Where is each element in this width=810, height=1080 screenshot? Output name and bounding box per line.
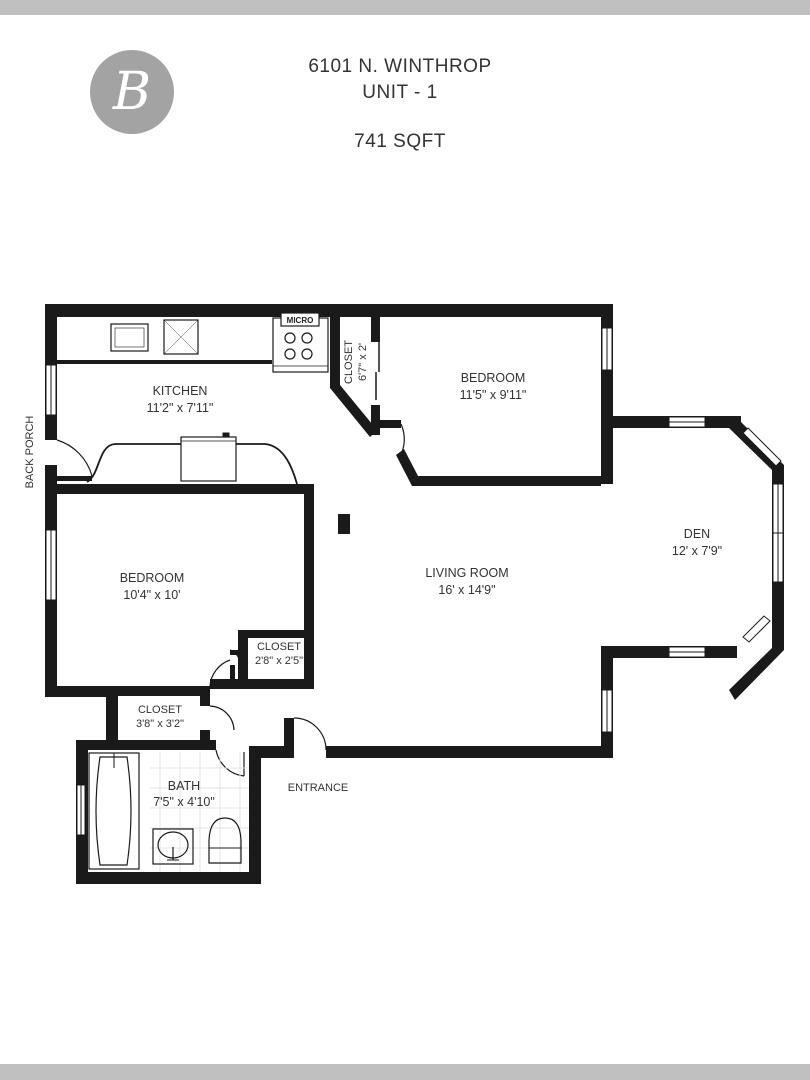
closet-3-label: CLOSET [138, 704, 182, 716]
bath-dims: 7'5" x 4'10" [153, 795, 215, 809]
bath-label: BATH [168, 779, 200, 793]
living-room-dims: 16' x 14'9" [438, 583, 495, 597]
closet-1-dims: 6'7" x 2' [357, 343, 369, 381]
bedroom-2-dims: 10'4" x 10' [123, 588, 180, 602]
sink-icon [110, 323, 149, 352]
dishwasher-icon [163, 319, 199, 355]
kitchen-dims: 11'2" x 7'11" [147, 401, 214, 415]
closet-2-dims: 2'8" x 2'5" [255, 655, 303, 667]
fixtures [86, 312, 329, 872]
bottom-frame-bar [0, 1064, 810, 1080]
bedroom-2-label: BEDROOM [120, 571, 185, 585]
property-address: 6101 N. WINTHROP [308, 56, 492, 77]
brand-logo: B [90, 50, 174, 134]
windows [45, 327, 784, 836]
unit-number: UNIT - 1 [362, 82, 438, 103]
closet-3-dims: 3'8" x 3'2" [136, 718, 184, 730]
top-frame-bar [0, 0, 810, 15]
kitchen-label: KITCHEN [153, 384, 208, 398]
living-room-label: LIVING ROOM [425, 566, 508, 580]
closet-1-label: CLOSET [343, 340, 355, 384]
back-porch-label: BACK PORCH [24, 416, 36, 489]
closet-2-label: CLOSET [257, 641, 301, 653]
den-dims: 12' x 7'9" [672, 544, 722, 558]
bath-sink-icon [152, 828, 194, 865]
bedroom-1-label: BEDROOM [461, 371, 526, 385]
bedroom-1-dims: 11'5" x 9'11" [460, 388, 527, 402]
micro-label: MICRO [287, 316, 314, 325]
toilet-icon [208, 817, 242, 864]
entrance-label: ENTRANCE [288, 782, 349, 794]
den-label: DEN [684, 527, 710, 541]
closet-1-text: CLOSET 6'7" x 2' [343, 340, 369, 384]
logo-letter: B [112, 62, 152, 122]
square-footage: 741 SQFT [354, 131, 446, 152]
